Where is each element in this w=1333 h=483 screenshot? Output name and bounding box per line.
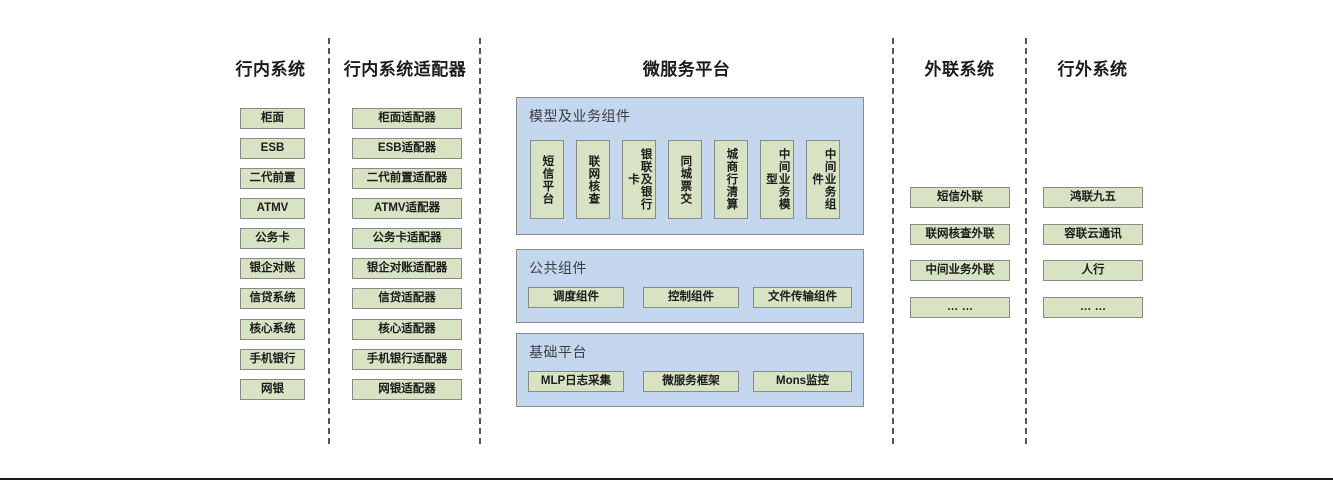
panel-title-model-business-components: 模型及业务组件 xyxy=(529,108,631,124)
node-internal-system[interactable]: 银企对账 xyxy=(240,258,305,279)
node-internal-system[interactable]: 核心系统 xyxy=(240,319,305,340)
node-external-link-system[interactable]: 短信外联 xyxy=(910,187,1010,208)
page-bottom-rule xyxy=(0,478,1333,480)
node-model-component[interactable]: 中间业务组件 xyxy=(806,140,840,219)
node-base-platform-component[interactable]: 微服务框架 xyxy=(643,371,739,392)
node-offbank-system[interactable]: 鸿联九五 xyxy=(1043,187,1143,208)
panel-base-platform: 基础平台 xyxy=(516,333,864,407)
node-internal-system[interactable]: ESB xyxy=(240,138,305,159)
column-separator-1 xyxy=(328,38,330,444)
node-internal-adapter[interactable]: 手机银行适配器 xyxy=(352,349,462,370)
node-internal-adapter[interactable]: 银企对账适配器 xyxy=(352,258,462,279)
node-internal-adapter[interactable]: 网银适配器 xyxy=(352,379,462,400)
node-base-platform-component[interactable]: MLP日志采集 xyxy=(528,371,624,392)
column-separator-3 xyxy=(892,38,894,444)
column-title-internal-systems: 行内系统 xyxy=(235,60,306,79)
node-internal-system[interactable]: 网银 xyxy=(240,379,305,400)
node-internal-system[interactable]: 公务卡 xyxy=(240,228,305,249)
node-internal-adapter[interactable]: 公务卡适配器 xyxy=(352,228,462,249)
panel-title-base-platform: 基础平台 xyxy=(529,344,587,360)
node-public-component[interactable]: 控制组件 xyxy=(643,287,739,308)
node-model-component[interactable]: 城商行清算 xyxy=(714,140,748,219)
node-internal-adapter[interactable]: ATMV适配器 xyxy=(352,198,462,219)
panel-public-components: 公共组件 xyxy=(516,249,864,323)
node-offbank-system[interactable]: … … xyxy=(1043,297,1143,318)
panel-title-public-components: 公共组件 xyxy=(529,260,587,276)
node-internal-adapter[interactable]: 核心适配器 xyxy=(352,319,462,340)
node-internal-system[interactable]: 手机银行 xyxy=(240,349,305,370)
node-public-component[interactable]: 文件传输组件 xyxy=(753,287,852,308)
node-internal-system[interactable]: 二代前置 xyxy=(240,168,305,189)
node-external-link-system[interactable]: 中间业务外联 xyxy=(910,260,1010,281)
column-separator-2 xyxy=(479,38,481,444)
node-public-component[interactable]: 调度组件 xyxy=(528,287,624,308)
column-separator-4 xyxy=(1025,38,1027,444)
node-model-component[interactable]: 中间业务模型 xyxy=(760,140,794,219)
node-external-link-system[interactable]: 联网核查外联 xyxy=(910,224,1010,245)
node-internal-adapter[interactable]: 柜面适配器 xyxy=(352,108,462,129)
node-offbank-system[interactable]: 人行 xyxy=(1043,260,1143,281)
column-title-internal-adapters: 行内系统适配器 xyxy=(343,60,467,79)
node-internal-adapter[interactable]: 二代前置适配器 xyxy=(352,168,462,189)
node-external-link-system[interactable]: … … xyxy=(910,297,1010,318)
node-model-component[interactable]: 短信平台 xyxy=(530,140,564,219)
node-model-component[interactable]: 银联及银行卡 xyxy=(622,140,656,219)
node-internal-system[interactable]: ATMV xyxy=(240,198,305,219)
node-internal-adapter[interactable]: ESB适配器 xyxy=(352,138,462,159)
column-title-offbank-systems: 行外系统 xyxy=(1057,60,1128,79)
node-model-component[interactable]: 联网核查 xyxy=(576,140,610,219)
node-offbank-system[interactable]: 容联云通讯 xyxy=(1043,224,1143,245)
node-internal-system[interactable]: 信贷系统 xyxy=(240,288,305,309)
node-base-platform-component[interactable]: Mons监控 xyxy=(753,371,852,392)
node-internal-adapter[interactable]: 信贷适配器 xyxy=(352,288,462,309)
column-title-microservice-platform: 微服务平台 xyxy=(642,60,731,79)
node-internal-system[interactable]: 柜面 xyxy=(240,108,305,129)
column-title-external-link-systems: 外联系统 xyxy=(924,60,995,79)
node-model-component[interactable]: 同城票交 xyxy=(668,140,702,219)
